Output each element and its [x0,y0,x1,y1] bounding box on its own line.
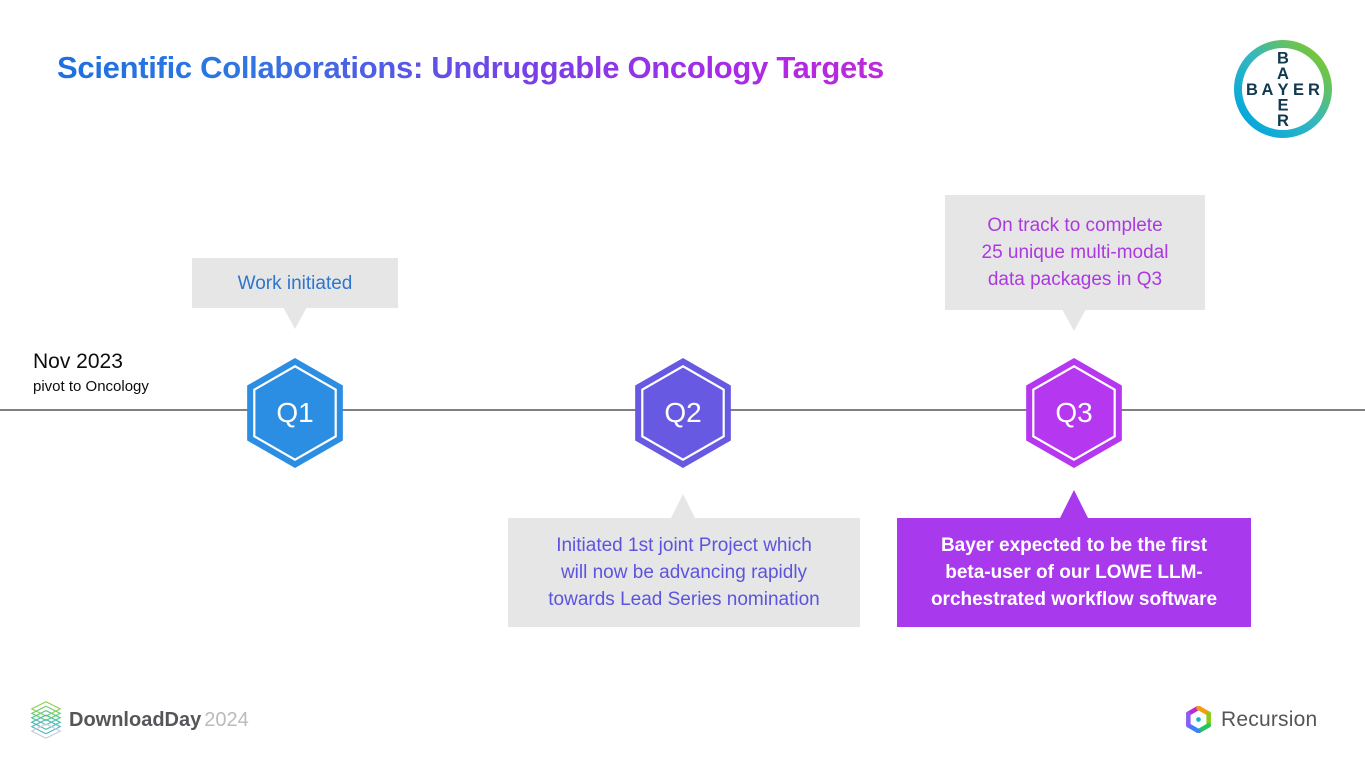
hexagon-icon [247,358,343,468]
callout-joint-project: Initiated 1st joint Project which will n… [508,518,860,627]
downloadday-brand: DownloadDay [69,708,202,731]
recursion-wordmark: Recursion [1221,707,1318,731]
callout-work-initiated: Work initiated [192,258,398,308]
callout-text: will now be advancing rapidly [560,562,808,583]
hexagon-inner-border [1032,364,1116,462]
callout-tail-down [1062,309,1086,331]
bayer-letter: B [1246,81,1258,99]
bayer-letter: B [1277,50,1289,68]
bayer-logo: B A Y E R B A E R [1233,39,1333,139]
milestone-q1: Q1 [247,358,343,468]
callout-text: data packages in Q3 [987,269,1163,290]
milestone-label: Q2 [664,397,702,428]
layers-stack-icon [30,701,62,739]
timeline-start-label: Nov 2023 pivot to Oncology [33,350,149,395]
callout-text: On track to complete [987,215,1163,236]
hexagon-fill [1026,358,1122,468]
hexagon-fill [635,358,731,468]
milestone-label: Q1 [276,397,314,428]
callout-lowe-beta-user: Bayer expected to be the first beta-user… [897,518,1251,627]
callout-text: beta-user of our LOWE LLM- [945,562,1203,583]
recursion-hexagon-icon [1186,706,1211,733]
hexagon-inner-border [641,364,725,462]
bayer-letter: R [1308,81,1320,99]
milestone-q3: Q3 [1026,358,1122,468]
callout-text: 25 unique multi-modal [981,242,1169,263]
start-note: pivot to Oncology [33,378,149,395]
hexagon-icon [635,358,731,468]
hexagon-inner-border [253,364,337,462]
callout-text: Initiated 1st joint Project which [556,535,812,556]
recursion-logo: Recursion [1185,706,1317,733]
milestone-label: Q3 [1055,397,1093,428]
start-date: Nov 2023 [33,350,123,373]
callout-text: towards Lead Series nomination [548,589,820,610]
bayer-letter: E [1293,81,1304,99]
bayer-letter: E [1277,97,1288,115]
callout-text: orchestrated workflow software [930,589,1218,610]
bayer-letter: R [1277,112,1289,130]
hexagon-fill [247,358,343,468]
hexagon-icon [1026,358,1122,468]
slide-title: Scientific Collaborations: Undruggable O… [57,50,884,85]
bayer-cross-icon: B A Y E R B A E R [1234,40,1332,138]
callout-data-packages: On track to complete 25 unique multi-mod… [945,195,1205,310]
bayer-letter: Y [1277,81,1288,99]
callout-tail-up [1060,490,1088,518]
callout-text: Work initiated [237,272,353,294]
callout-tail-down [283,307,307,329]
bayer-letter: A [1262,81,1274,99]
downloadday-year: 2024 [204,708,249,731]
callout-tail-up [671,494,695,518]
milestone-q2: Q2 [635,358,731,468]
bayer-letter: A [1277,65,1289,83]
callout-text: Bayer expected to be the first [940,535,1208,556]
